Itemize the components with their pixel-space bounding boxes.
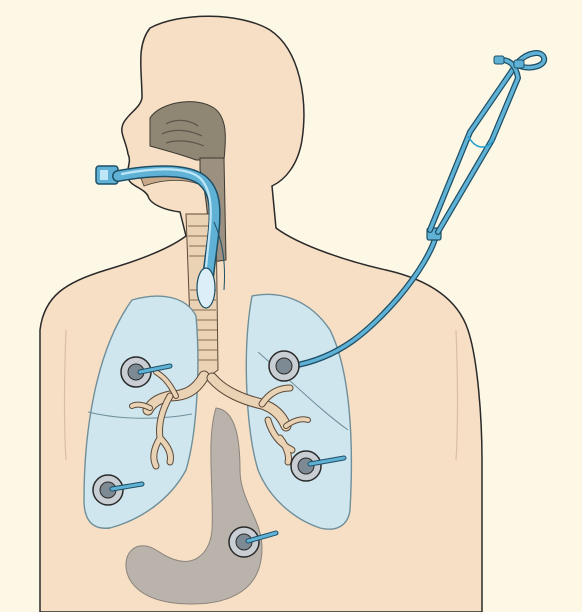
tube-cuff [197,268,215,308]
ear-tip-left [494,56,504,64]
ear-tip-right [514,60,524,68]
stethoscope-chest-piece-icon [269,351,299,381]
